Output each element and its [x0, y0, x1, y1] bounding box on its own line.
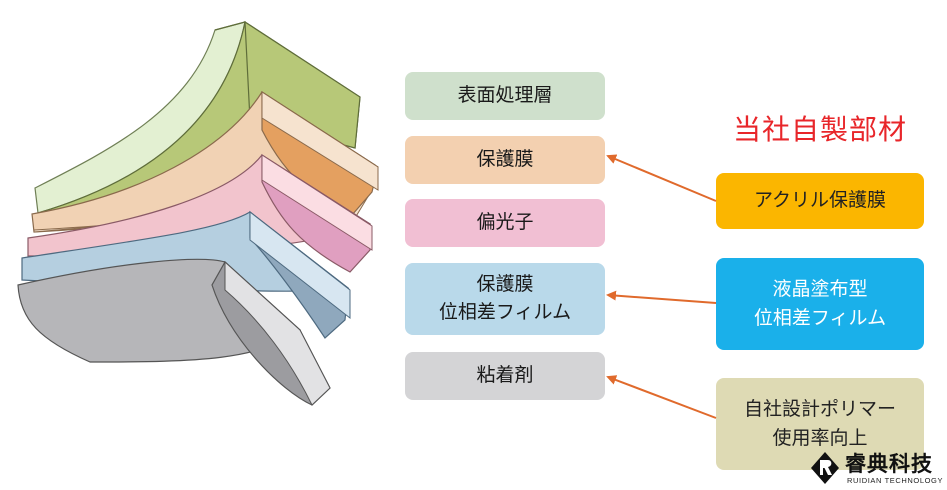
material-text-line2: 位相差フィルム — [753, 307, 887, 329]
layer-label-retardation-film: 保護膜 位相差フィルム — [405, 263, 605, 335]
material-in-house-polymer: 自社設計ポリマー 使用率向上 — [716, 378, 924, 470]
material-text-line1: 液晶塗布型 — [772, 277, 868, 300]
material-text: アクリル保護膜 — [753, 189, 887, 212]
arrow-acrylic-to-protective — [606, 154, 717, 202]
material-acrylic-protective-film: アクリル保護膜 — [716, 173, 924, 229]
layer-polarizer-shape — [27, 153, 373, 273]
layer-label-text: 保護膜 — [476, 148, 534, 171]
company-materials-title: 当社自製部材 — [732, 113, 907, 146]
layer-adhesive-shape — [17, 258, 331, 406]
layer-label-polarizer: 偏光子 — [405, 199, 605, 247]
material-liquid-crystal-retardation-film: 液晶塗布型 位相差フィルム — [716, 258, 924, 350]
ruidian-logo-icon — [811, 452, 839, 484]
layer-label-adhesive: 粘着剤 — [405, 352, 605, 400]
material-text-line1: 自社設計ポリマー — [743, 397, 896, 420]
material-text-line2: 使用率向上 — [772, 427, 868, 449]
layer-label-surface-treatment: 表面処理層 — [405, 72, 605, 120]
brand-logo: 睿典科技 RUIDIAN TECHNOLOGY — [805, 446, 947, 490]
arrow-lc-to-retardation — [606, 290, 717, 304]
brand-name-en: RUIDIAN TECHNOLOGY — [847, 476, 944, 485]
arrow-polymer-to-adhesive — [606, 375, 717, 419]
layer-label-text-line2: 位相差フィルム — [438, 301, 572, 323]
layer-label-text-line1: 保護膜 — [476, 273, 534, 296]
layer-label-protective-film: 保護膜 — [405, 136, 605, 184]
layer-label-text: 粘着剤 — [476, 364, 534, 387]
layer-label-text: 偏光子 — [476, 211, 534, 234]
brand-name-cn: 睿典科技 — [845, 452, 933, 476]
layer-stack-illustration — [17, 20, 379, 406]
layer-label-text: 表面処理層 — [457, 84, 553, 107]
